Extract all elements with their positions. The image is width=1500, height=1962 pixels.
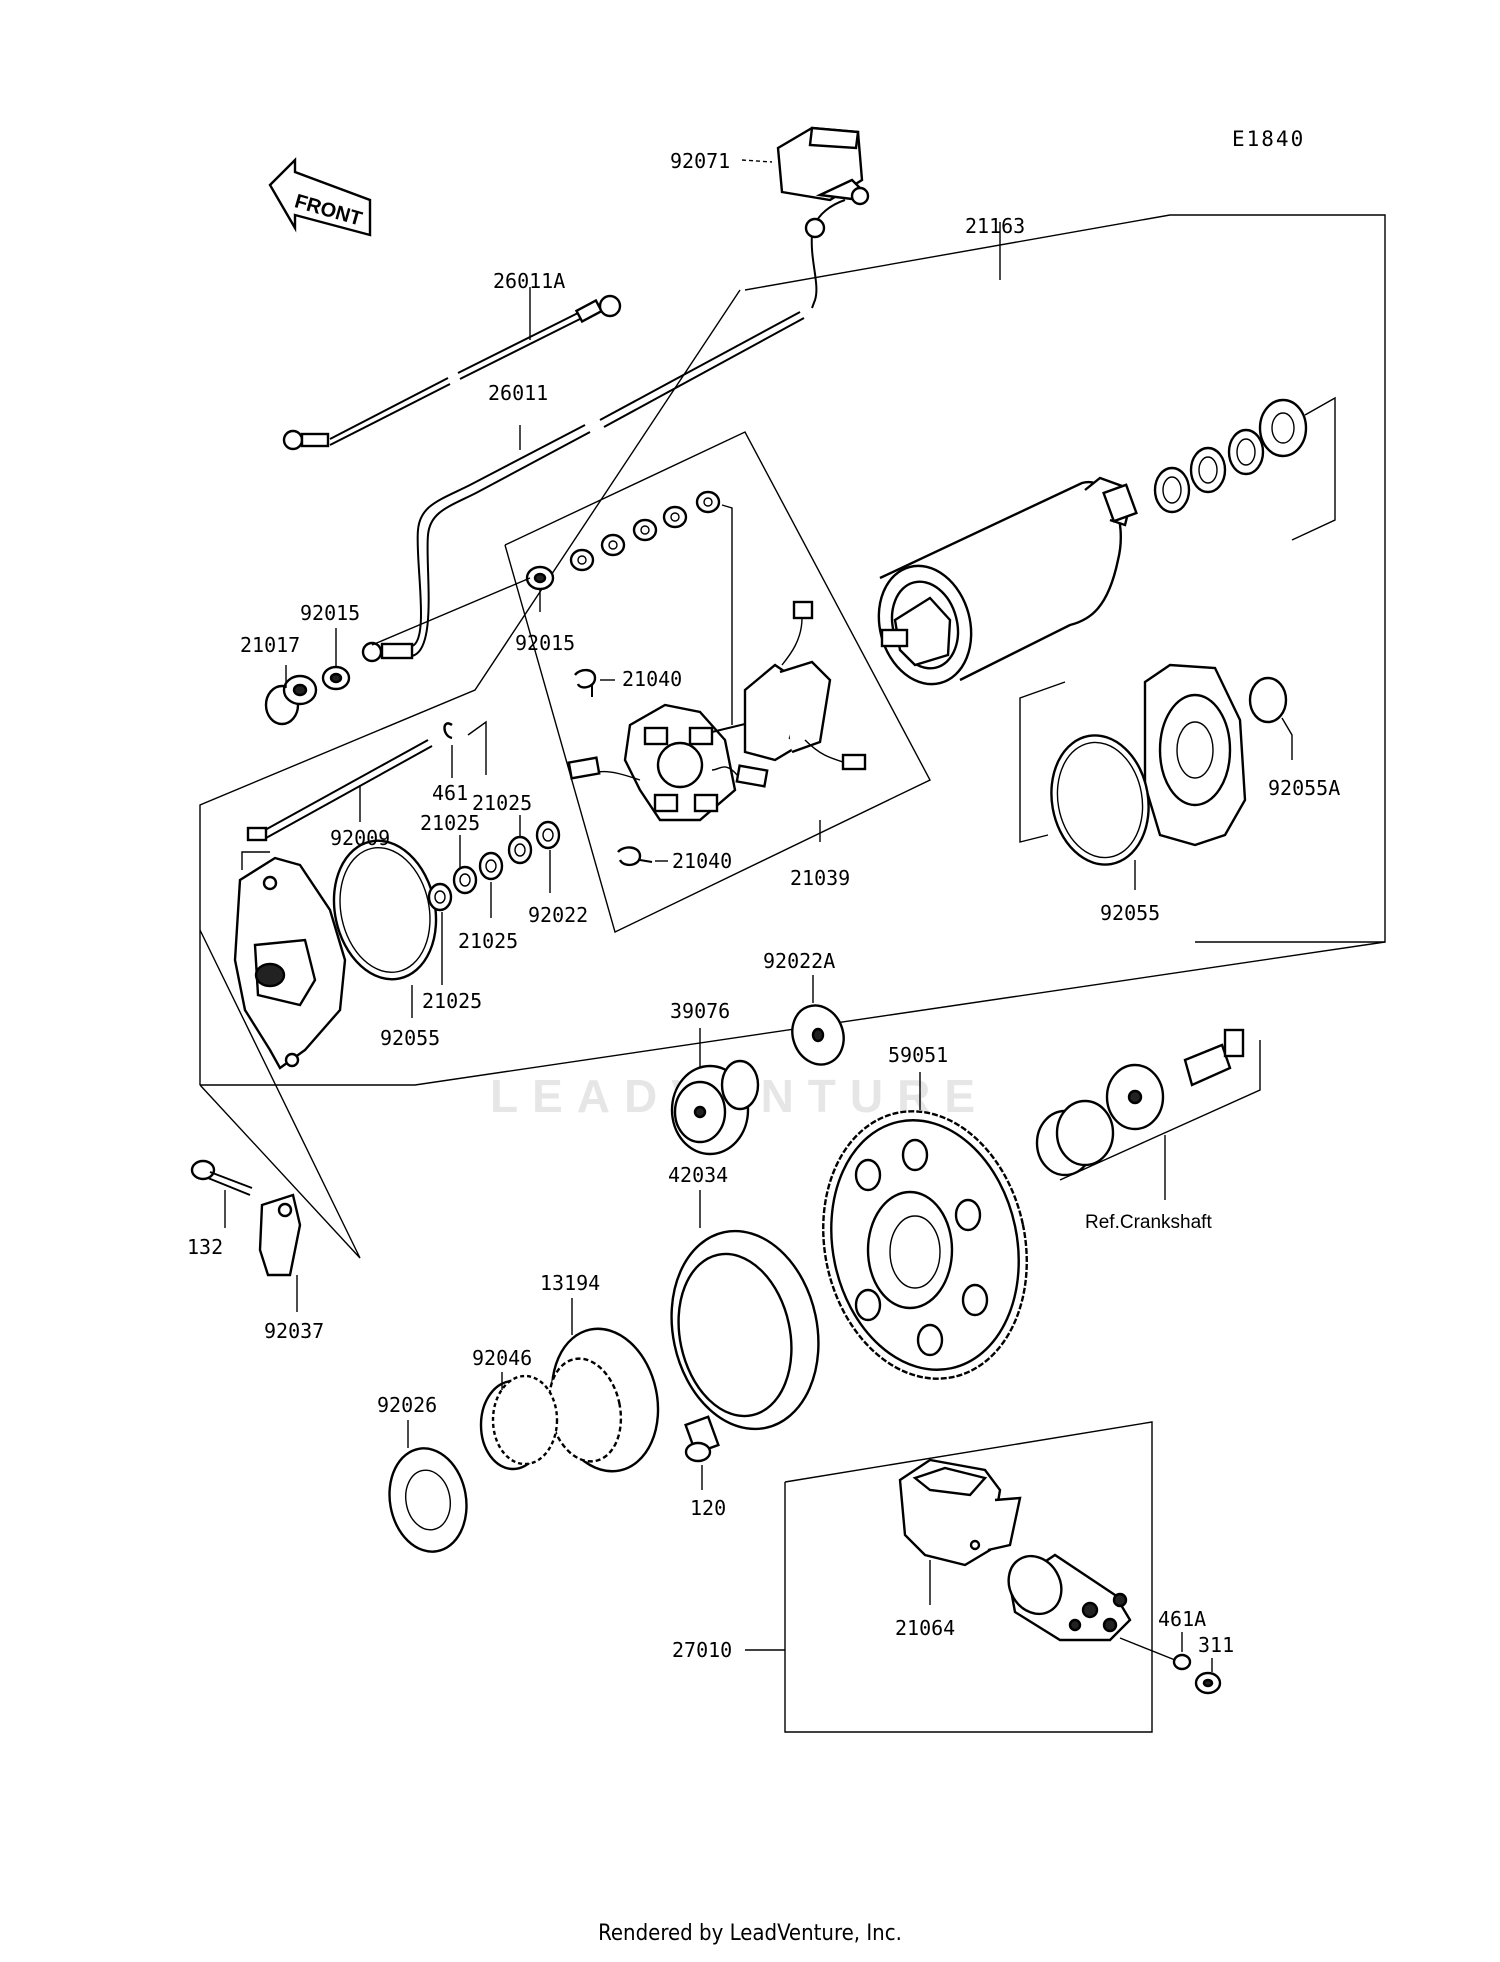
label-21025-top: 21025 [472,791,532,815]
label-26011a: 26011A [493,269,565,293]
washer-92022a [791,975,845,1066]
label-42034: 42034 [668,1163,728,1187]
battery-cable-26011a [282,287,622,451]
label-21025-mid: 21025 [420,811,480,835]
washer-row-top [569,490,733,725]
front-arrow: FRONT [268,157,372,237]
part-labels: 92071 21163 26011A 26011 92015 21017 920… [187,149,1340,1662]
label-92046: 92046 [472,1346,532,1370]
label-132: 132 [187,1235,223,1259]
label-120: 120 [690,1496,726,1520]
through-bolt-92009 [246,739,433,842]
label-92055-right: 92055 [1100,901,1160,925]
starter-motor-assembly-frame [199,214,1386,1086]
needle-bearing-92046 [479,1372,559,1471]
circlip-461 [443,720,487,778]
label-21025-lower: 21025 [458,929,518,953]
label-21040-lower: 21040 [672,849,732,873]
label-461a: 461A [1158,1607,1206,1631]
brush-plate-21039 [567,703,769,822]
label-92015-right: 92015 [515,631,575,655]
label-92037: 92037 [264,1319,324,1343]
label-21017: 21017 [240,633,300,657]
label-92055a: 92055A [1268,776,1340,800]
label-26011: 26011 [488,381,548,405]
crankshaft-bolt-set [1035,1028,1261,1200]
bolt-120 [684,1415,720,1490]
bolt-132 [190,1159,253,1228]
label-311: 311 [1198,1633,1234,1657]
brush-spring-21040-lower [617,846,653,867]
label-59051: 59051 [888,1043,948,1067]
one-way-clutch-housing-42034 [670,1190,820,1431]
lock-washer-461a [1172,1632,1192,1671]
clamp-92037 [258,1193,302,1312]
clutch-hub-13194 [547,1298,660,1473]
nut-92015-right [525,565,555,591]
label-92026: 92026 [377,1393,437,1417]
label-92015-left: 92015 [300,601,360,625]
end-cover-left [233,851,347,1070]
terminal-cover-92071 [741,126,870,239]
footer-credit: Rendered by LeadVenture, Inc. [598,1921,902,1946]
diagram-code: E1840 [1232,127,1305,151]
terminal-nut-21017 [264,674,318,726]
brush-holder-frame [504,431,931,933]
label-27010: 27010 [672,1638,732,1662]
motor-shaft-washers [1153,396,1336,541]
starter-relay-solenoid [1007,1553,1176,1661]
label-92009: 92009 [330,826,390,850]
label-13194: 13194 [540,1271,600,1295]
starter-relay-frame [745,1421,1153,1733]
end-cover-right [1143,663,1293,847]
label-21025-bottom: 21025 [422,989,482,1013]
brush-spring-21040-upper [574,668,597,697]
o-ring-92055-right [1050,734,1150,890]
label-92022a: 92022A [763,949,835,973]
label-21163: 21163 [965,214,1025,238]
label-21040-upper: 21040 [622,667,682,691]
idler-gear-39076 [670,1028,760,1156]
relay-cover-21064 [898,1458,1022,1605]
brush-holder-cage [711,600,867,771]
label-92071: 92071 [670,149,730,173]
label-39076: 39076 [670,999,730,1023]
label-92022: 92022 [528,903,588,927]
starter-clutch-gear-59051 [822,1072,1028,1380]
label-461: 461 [432,781,468,805]
shim-washers-21025 [427,815,561,985]
nut-311 [1194,1658,1222,1695]
label-21064: 21064 [895,1616,955,1640]
starter-cable-26011 [361,234,818,663]
nut-92015-left [321,665,351,691]
label-92055-left: 92055 [380,1026,440,1050]
label-ref-crankshaft: Ref.Crankshaft [1085,1212,1212,1233]
label-21039: 21039 [790,866,850,890]
starter-motor-armature [877,476,1138,686]
washer-92026 [388,1420,468,1553]
